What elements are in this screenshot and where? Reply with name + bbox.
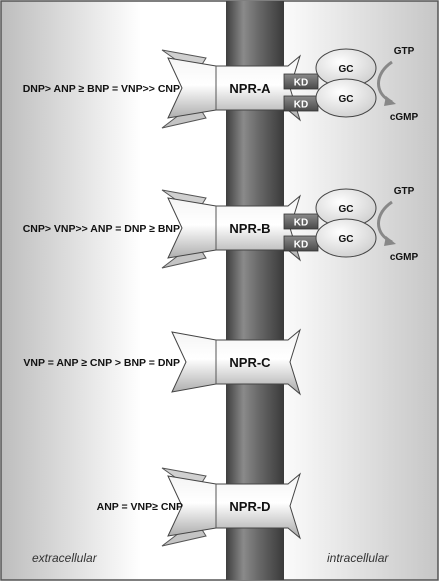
receptor-name: NPR-D [229,499,270,514]
affinity-order: DNP> ANP ≥ BNP = VNP>> CNP [23,83,180,95]
receptor-name: NPR-B [229,221,270,236]
substrate-label: GTP [394,46,415,57]
guanylyl-cyclase-label: GC [339,204,354,215]
receptor-npr-c: NPR-C VNP = ANP ≥ CNP > BNP = DNP [23,328,301,396]
product-label: cGMP [390,252,419,263]
receptor-body [167,194,301,262]
receptor-npr-b: NPR-B CNP> VNP>> ANP = DNP ≥ BNP KD KD GC GC G… [23,186,419,269]
intracellular-label: intracellular [327,551,389,565]
receptor-body [167,472,301,540]
receptor-name: NPR-C [229,355,271,370]
receptor-npr-d: NPR-D ANP = VNP≥ CNP [97,467,301,547]
affinity-order: CNP> VNP>> ANP = DNP ≥ BNP [23,223,180,235]
guanylyl-cyclase-domain [315,78,377,118]
affinity-order: VNP = ANP ≥ CNP > BNP = DNP [23,357,180,369]
guanylyl-cyclase-label: GC [339,234,354,245]
guanylyl-cyclase-label: GC [339,94,354,105]
receptor-body [167,54,301,122]
kinase-domain-label: KD [294,240,308,251]
receptor-body [171,328,301,396]
kinase-domain-label: KD [294,218,308,229]
kinase-domain [283,213,319,230]
kinase-domain-label: KD [294,100,308,111]
substrate-label: GTP [394,186,415,197]
affinity-order: ANP = VNP≥ CNP [97,501,183,513]
kinase-domain [283,73,319,90]
conversion-arrowhead [384,96,396,106]
kinase-domain-label: KD [294,78,308,89]
extracellular-label: extracellular [32,551,98,565]
guanylyl-cyclase-label: GC [339,64,354,75]
conversion-arrowhead [384,236,396,246]
product-label: cGMP [390,112,419,123]
receptor-name: NPR-A [229,81,271,96]
guanylyl-cyclase-domain [315,218,377,258]
receptor-npr-a: NPR-A DNP> ANP ≥ BNP = VNP>> CNP KD KD GC GC G… [23,46,419,129]
